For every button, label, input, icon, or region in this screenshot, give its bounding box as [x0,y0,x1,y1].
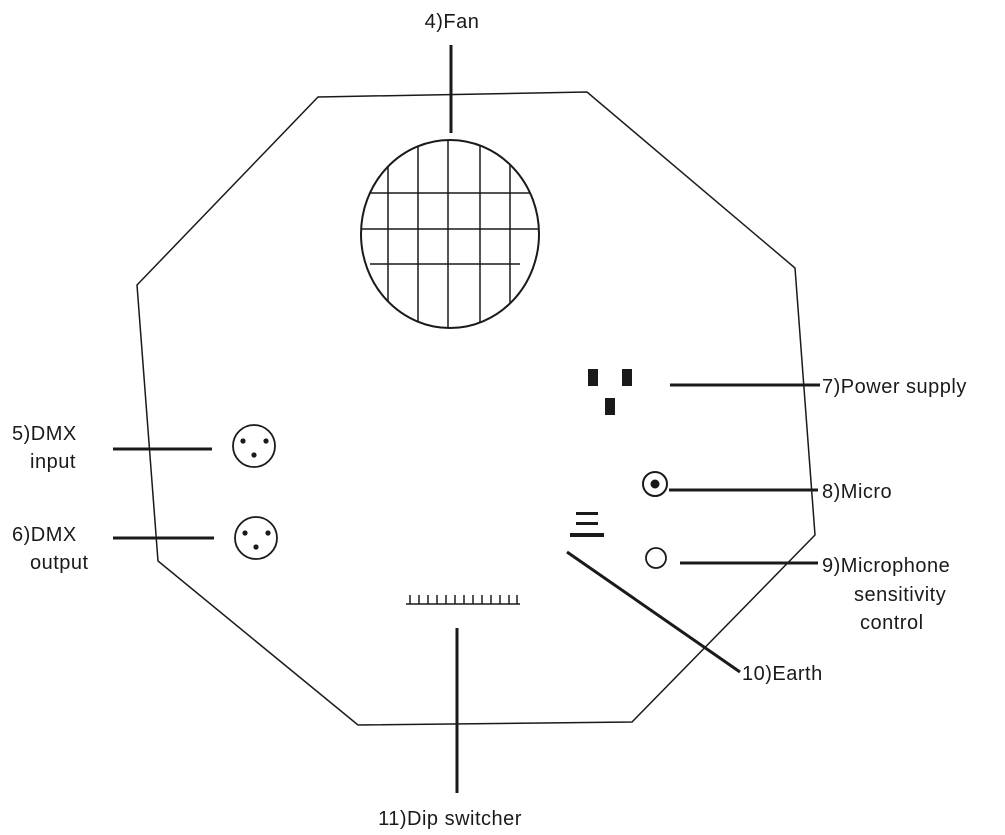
housing-outline [136,91,816,726]
mic-sensitivity-label-line3: control [860,612,924,634]
earth-label: 10)Earth [742,663,823,685]
dmx-output-connector [234,516,278,560]
power-supply-socket [588,369,632,415]
mic-sensitivity-label-line1: 9)Microphone [822,555,950,577]
earth-icon [570,512,604,537]
mic-sensitivity-label-line2: sensitivity [854,584,946,606]
dip-switch [406,595,520,605]
micro-jack [642,471,668,497]
dmx-input-connector [232,424,276,468]
dmx-input-label-line1: 5)DMX [12,423,77,445]
dmx-output-label-line2: output [30,552,89,574]
dip-switch-label: 11)Dip switcher [378,808,522,830]
fan-label: 4)Fan [425,11,480,33]
fan-circle [360,139,540,329]
dmx-output-label-line1: 6)DMX [12,524,77,546]
dmx-input-label-line2: input [30,451,76,473]
earth-leader [566,550,741,674]
micro-label: 8)Micro [822,481,892,503]
power-supply-label: 7)Power supply [822,376,967,398]
fan-grille [360,139,540,329]
mic-sensitivity-knob [645,547,667,569]
